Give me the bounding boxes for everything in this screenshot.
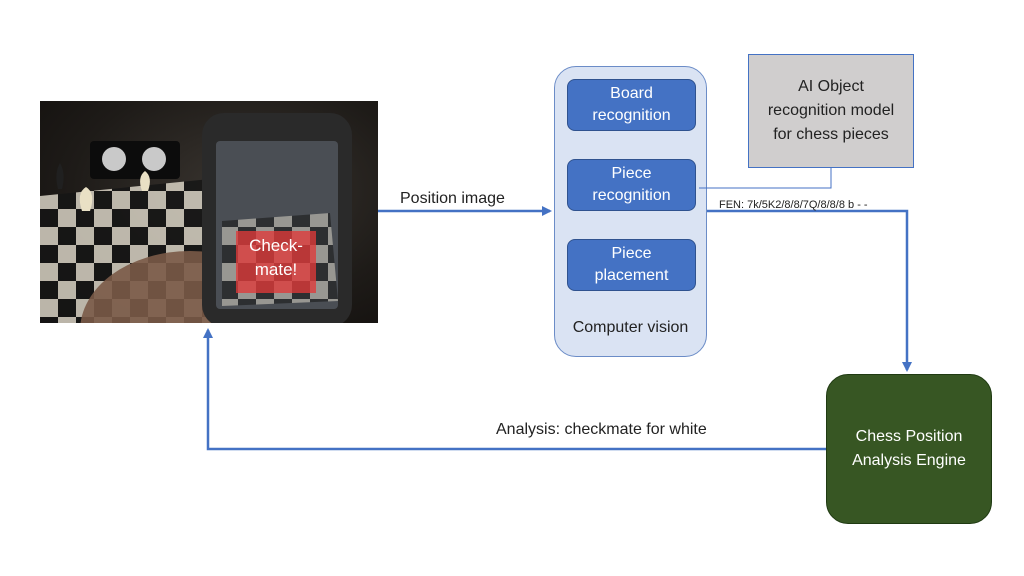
position-image-label: Position image	[400, 190, 505, 207]
board-recognition-step: Board recognition	[567, 79, 696, 131]
computer-vision-label: Computer vision	[572, 319, 689, 336]
ai-model-connector	[699, 168, 832, 189]
chess-engine-box: Chess Position Analysis Engine	[826, 374, 992, 524]
fen-arrow	[707, 209, 912, 372]
ai-model-box: AI Object recognition model for chess pi…	[748, 54, 914, 168]
fen-label: FEN: 7k/5K2/8/8/7Q/8/8/8 b - -	[719, 199, 868, 211]
checkmate-overlay-line2: mate!	[255, 260, 298, 279]
piece-placement-step: Piece placement	[567, 239, 696, 291]
computer-vision-group: Board recognition Piece recognition Piec…	[554, 66, 707, 357]
chess-photo: Check- mate!	[40, 101, 378, 323]
chess-photo-illustration: Check- mate!	[40, 113, 352, 323]
piece-recognition-step: Piece recognition	[567, 159, 696, 211]
checkmate-overlay-line1: Check-	[249, 236, 303, 255]
analysis-label: Analysis: checkmate for white	[496, 421, 707, 438]
